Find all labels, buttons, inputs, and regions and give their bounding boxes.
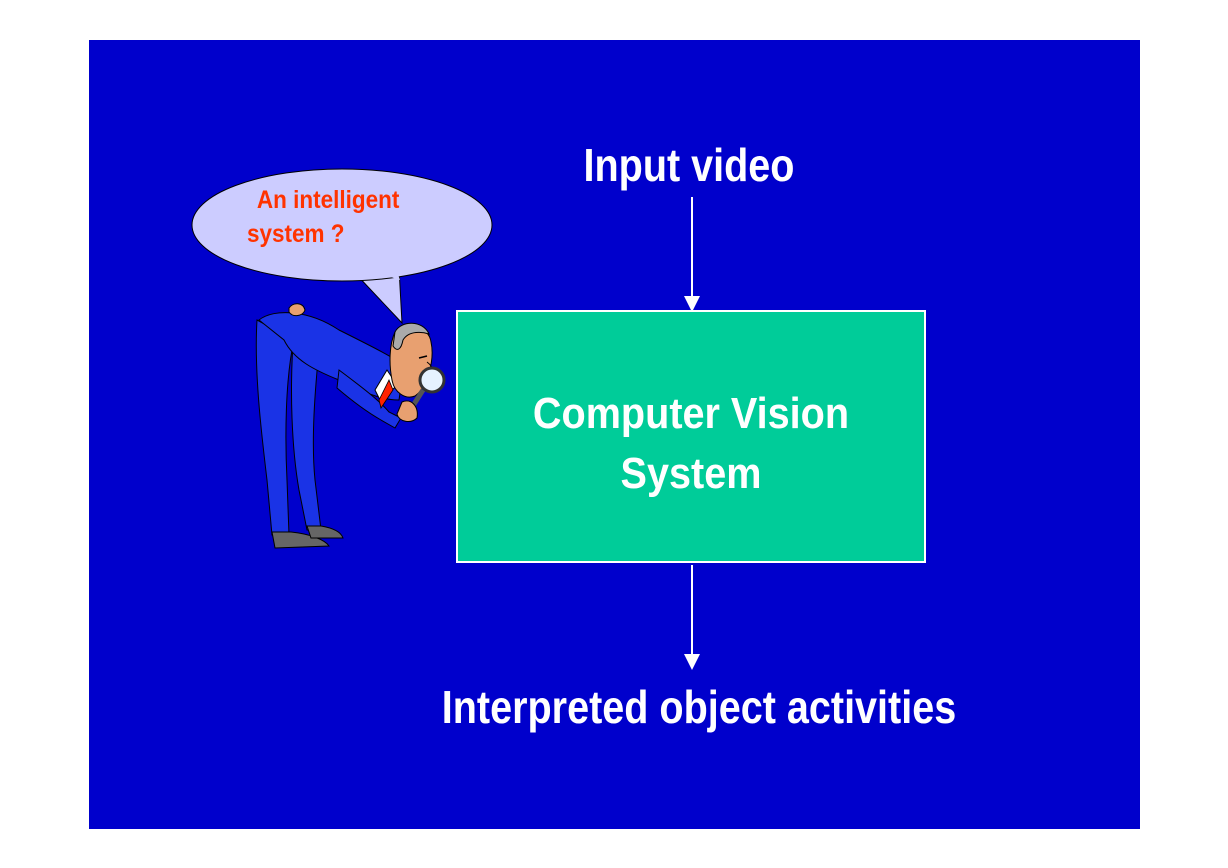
output-activities-label: Interpreted object activities [441, 681, 957, 733]
slide: Input video Computer Vision System Inter… [89, 40, 1140, 829]
speech-bubble-line1: An intelligent [256, 186, 400, 214]
input-video-label: Input video [583, 139, 795, 191]
inspector-with-magnifier-icon [191, 168, 493, 549]
man-figure [255, 303, 446, 549]
flow-arrows [684, 197, 700, 670]
speech-bubble-line2: system ? [247, 220, 345, 248]
system-box-label: Computer Vision System [481, 384, 900, 504]
arrow-system-to-output [684, 565, 700, 670]
arrow-input-to-system [684, 197, 700, 312]
speech-bubble-text: An intelligent system ? [247, 183, 454, 251]
speech-bubble [191, 168, 493, 325]
system-box-line1: Computer Vision [532, 389, 850, 438]
system-box-line2: System [620, 449, 762, 498]
computer-vision-system-box: Computer Vision System [456, 310, 926, 563]
